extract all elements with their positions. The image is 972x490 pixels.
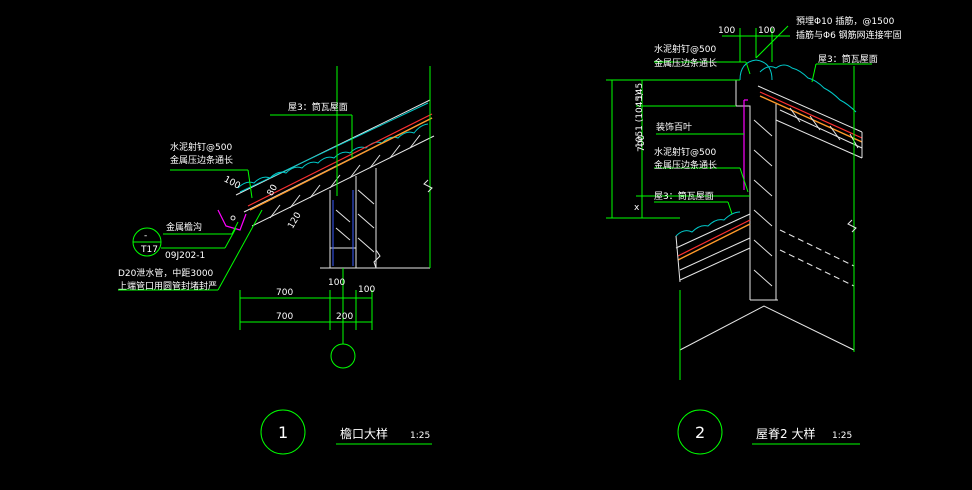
d1-title: 檐口大样 [340, 426, 388, 441]
d2-scale: 1:25 [832, 431, 852, 441]
d2-dim-x: x [634, 203, 640, 213]
d2-nail2-label-1: 水泥射钉@500 [654, 146, 716, 158]
d1-pipe-label-1: D20泄水管，中距3000 [118, 267, 214, 279]
d1-dim-100c: 100 [358, 285, 375, 295]
d2-dim-total: 1051 (1045) [635, 92, 645, 148]
d1-nail-label-1: 水泥射钉@500 [170, 141, 232, 153]
d2-dim-700: 700 [637, 135, 647, 152]
d2-roof-bottom-label: 屋3：筒瓦屋面 [654, 190, 714, 202]
d2-ridge-label-1: 預埋Φ10 插筋，@1500 [796, 15, 895, 27]
d1-scale: 1:25 [410, 431, 430, 441]
d2-dim-145: 145 [635, 83, 645, 100]
d1-dim-100b: 100 [328, 278, 345, 288]
d2-ridge-label-2: 插筋与Φ6 钢筋网连接牢固 [796, 29, 902, 41]
d2-louver-label: 装饰百叶 [656, 121, 692, 133]
d1-pipe-label-2: 上端管口用圆管封堵封严 [118, 280, 217, 292]
d2-dim-100a: 100 [718, 26, 735, 36]
d1-nail-label-2: 金属压边条通长 [170, 154, 233, 166]
d2-title: 屋脊2 大样 [756, 426, 815, 441]
detail-1-eave [118, 66, 435, 455]
d1-detail-number: 1 [278, 423, 288, 442]
d1-dim-120: 120 [286, 211, 303, 231]
d1-ref-code: 09J202-1 [165, 251, 205, 261]
d2-dim-100b: 100 [758, 26, 775, 36]
d1-roof-label: 屋3：筒瓦屋面 [288, 101, 348, 113]
d1-dim-200: 200 [336, 312, 353, 322]
d2-roof-top-label: 屋3：筒瓦屋面 [818, 53, 878, 65]
d2-nail2-label-2: 金属压边条通长 [654, 159, 717, 171]
d1-gutter-label: 金属檐沟 [166, 221, 202, 233]
d1-dim-100a: 100 [222, 175, 242, 192]
d1-ref-top: - [144, 231, 147, 241]
detail-2-ridge [606, 25, 872, 455]
d2-nail-label-2: 金属压边条通长 [654, 57, 717, 69]
d1-dim-700a: 700 [276, 288, 293, 298]
d2-nail-label-1: 水泥射钉@500 [654, 43, 716, 55]
d1-dim-700b: 700 [276, 312, 293, 322]
d2-detail-number: 2 [695, 423, 705, 442]
d1-ref-sheet: T17 [140, 245, 158, 255]
